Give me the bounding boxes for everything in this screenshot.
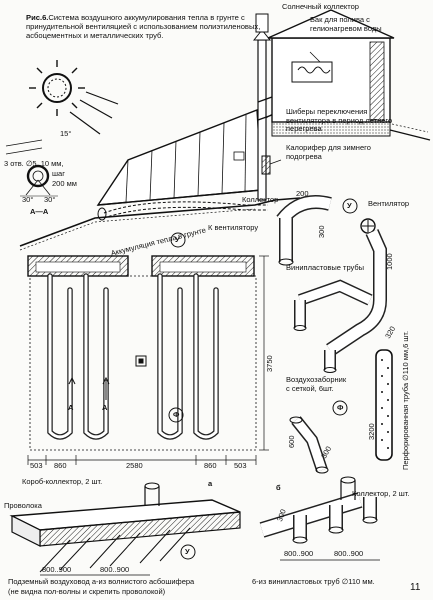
label-vinyl-pipes: Винипластовые трубы — [286, 263, 365, 272]
angle-top: 15° — [60, 129, 72, 138]
dim-503-left: 503 — [30, 461, 43, 470]
angle-right: 30° — [44, 195, 56, 204]
label-perforated-pipe: Перфорированная труба ∅110 мм,6 шт. — [401, 330, 410, 470]
dim-duct-b-2: 800..900 — [334, 549, 364, 558]
label-underground-duct: Подземный воздуховод а-из волнистого асб… — [8, 577, 195, 586]
dim-503-right: 503 — [234, 461, 247, 470]
label-heater: Калорифер для зимнего подогрева — [286, 143, 371, 161]
greenhouse-section — [19, 9, 431, 251]
label-collector-2: Коллектор, 2 шт. — [352, 489, 410, 498]
dim-860-right: 860 — [204, 461, 217, 470]
figure-caption: Рис.6.Система воздушного аккумулирования… — [26, 13, 261, 40]
marker-f-plan: Ф — [173, 410, 180, 419]
figure-label: Рис.6. — [26, 13, 49, 22]
dim-duct-a-2: 800..900 — [100, 565, 130, 574]
dim-2580: 2580 — [126, 461, 143, 470]
collector-b — [259, 476, 380, 561]
dim-duct-a-1: 800..900 — [42, 565, 72, 574]
dim-3750: 3750 — [265, 355, 274, 372]
label-collector: Коллектор — [242, 195, 279, 204]
label-air-intake: Воздухозаборник с сеткой, 6шт. — [286, 375, 347, 393]
label-underground-duct-note: (не видна пол-волны и скрепить проволоко… — [8, 587, 166, 596]
label-fan: Вентилятор — [368, 199, 410, 208]
dim-duct-b-1: 800..900 — [284, 549, 314, 558]
pipe-assembly — [276, 195, 393, 474]
marker-a-lower: а — [208, 479, 213, 488]
box-collector-a — [9, 482, 241, 576]
sun-icon — [29, 60, 119, 135]
dim-3200: 3200 — [367, 423, 376, 440]
section-label: А—А — [30, 207, 49, 216]
marker-u-bottom: У — [185, 547, 190, 556]
dim-1000: 1000 — [385, 253, 394, 270]
label-vinyl-pipes-6: 6-из винипластовых труб ∅110 мм. — [252, 577, 375, 586]
dim-600: 600 — [287, 435, 296, 448]
label-tank: Бак для полива с гелионагревом воды — [310, 15, 382, 33]
pipe-section-detail — [5, 139, 58, 197]
label-wire: Проволока — [4, 501, 42, 510]
marker-a-right: А — [102, 403, 108, 412]
label-to-fan: К вентилятору — [208, 223, 259, 232]
label-solar-collector: Солнечный коллектор — [282, 2, 359, 11]
dim-200: 200 — [296, 189, 309, 198]
pipe-holes: 3 отв. ∅5..10 мм, — [4, 159, 64, 168]
marker-b: б — [276, 483, 281, 492]
dim-860-left: 860 — [54, 461, 67, 470]
plan-view — [27, 232, 269, 465]
label-gates: Шиберы переключения вентилятора в период… — [286, 107, 393, 133]
pipe-step-value: 200 мм — [52, 179, 77, 188]
pipe-step: шаг — [52, 169, 65, 178]
marker-a-left: А — [68, 403, 74, 412]
marker-u-plan: У — [175, 235, 180, 244]
page-number: 11 — [410, 582, 421, 593]
marker-f-assembly: Ф — [337, 403, 344, 412]
dim-300-bend: 300 — [317, 225, 326, 238]
angle-left: 30° — [22, 195, 34, 204]
label-box-collector: Короб-коллектор, 2 шт. — [22, 477, 103, 486]
marker-u-assembly: У — [347, 201, 352, 210]
caption-text: Система воздушного аккумулирования тепла… — [26, 13, 261, 40]
